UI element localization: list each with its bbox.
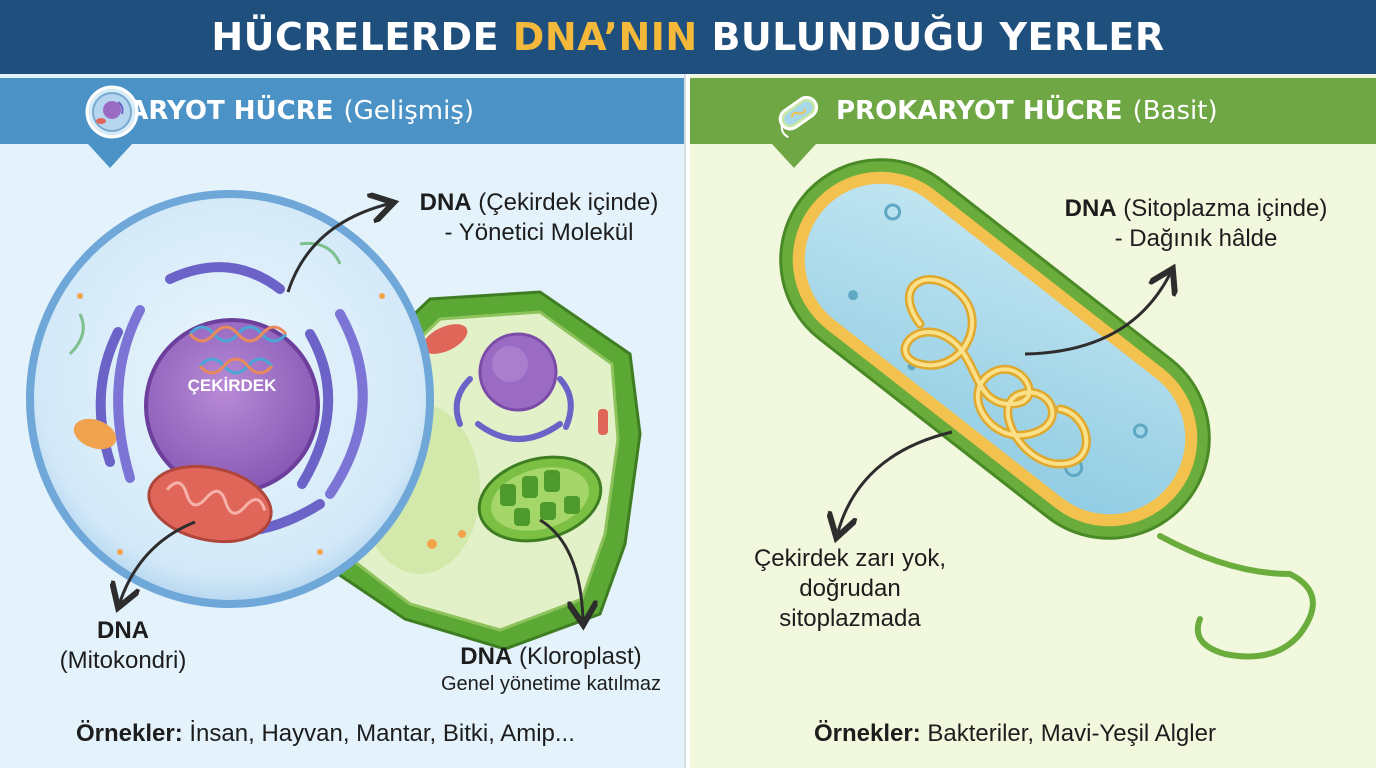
nucleus-dna-role: - Yönetici Molekül: [444, 219, 634, 246]
title-highlight: DNA’NIN: [512, 15, 698, 59]
nucleus-dna-helix: [188, 325, 288, 375]
animal-cell-icon: [85, 85, 139, 139]
bacterial-dna-label: DNA (Sitoplazma içinde) - Dağınık hâlde: [1040, 194, 1352, 254]
nucleus-dna-label: DNA (Çekirdek içinde) - Yönetici Molekül: [398, 188, 680, 248]
bacterial-dna-state: - Dağınık hâlde: [1114, 225, 1278, 252]
bacterial-dna-bold: DNA: [1064, 195, 1117, 222]
panel-divider: [686, 74, 690, 768]
title-suffix: BULUNDUĞU YERLER: [711, 15, 1165, 59]
title-prefix: HÜCRELERDE: [211, 15, 500, 59]
prokaryote-header: PROKARYOT HÜCRE (Basit): [690, 78, 1376, 144]
animal-cell: [26, 190, 434, 608]
eukaryote-examples-list: İnsan, Hayvan, Mantar, Bitki, Amip...: [189, 720, 575, 747]
eukaryote-illustration: [26, 190, 642, 651]
eukaryote-panel: ÖKARYOT HÜCRE (Gelişmiş): [0, 74, 686, 768]
bacterium: [779, 158, 1316, 660]
mitochondrion: [147, 465, 273, 543]
prokaryote-header-pointer: [772, 144, 816, 168]
bacterial-dna-location: (Sitoplazma içinde): [1123, 195, 1328, 222]
mitochondria-dna-bold: DNA: [97, 617, 149, 644]
mitochondria-dna-location: (Mitokondri): [59, 647, 187, 674]
chloroplast-dna-location: (Kloroplast): [518, 643, 642, 670]
no-nuclear-membrane-note: Çekirdek zarı yok, doğrudan sitoplazmada: [730, 544, 970, 634]
chloroplast-dna-bold: DNA: [460, 643, 513, 670]
chloroplast-dna-label: DNA (Kloroplast) Genel yönetime katılmaz: [420, 642, 682, 697]
nucleus-dna-bold: DNA: [419, 189, 472, 216]
prokaryote-panel: PROKARYOT HÜCRE (Basit): [690, 74, 1376, 768]
note-line-3: sitoplazmada: [779, 605, 921, 632]
eukaryote-header-subtitle: (Gelişmiş): [343, 96, 475, 126]
prokaryote-header-subtitle: (Basit): [1132, 96, 1218, 126]
prokaryote-examples: Örnekler: Bakteriler, Mavi-Yeşil Algler: [814, 720, 1216, 748]
prokaryote-examples-list: Bakteriler, Mavi-Yeşil Algler: [927, 720, 1216, 747]
mitochondria-dna-label: DNA (Mitokondri): [38, 616, 208, 676]
chloroplast-dna-note: Genel yönetime katılmaz: [440, 673, 662, 695]
nucleus-label: ÇEKİRDEK: [187, 376, 277, 395]
page-title: HÜCRELERDE DNA’NIN BULUNDUĞU YERLER: [0, 0, 1376, 74]
nucleus-dna-location: (Çekirdek içinde): [478, 189, 659, 216]
prokaryote-examples-label: Örnekler:: [814, 720, 921, 747]
eukaryote-header-pointer: [88, 144, 132, 168]
prokaryote-header-title: PROKARYOT HÜCRE: [836, 96, 1123, 126]
eukaryote-examples: Örnekler: İnsan, Hayvan, Mantar, Bitki, …: [76, 720, 575, 748]
chloroplast: [477, 455, 603, 543]
bacteria-icon: [778, 95, 819, 139]
prokaryote-illustration: [779, 158, 1316, 660]
note-line-2: doğrudan: [799, 575, 901, 602]
eukaryote-examples-label: Örnekler:: [76, 720, 183, 747]
note-line-1: Çekirdek zarı yok,: [753, 545, 947, 572]
